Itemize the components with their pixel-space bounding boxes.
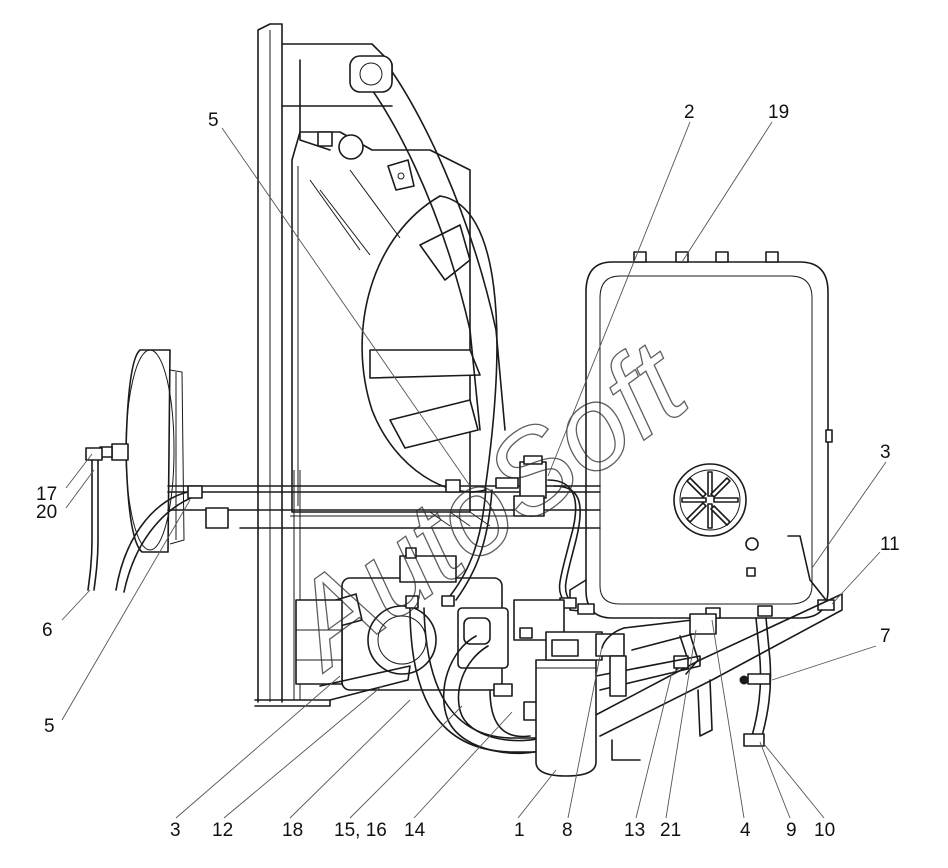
callout-20: 20 — [36, 502, 57, 523]
callout-14: 14 — [404, 820, 426, 841]
upper-diagonal-pipe — [349, 55, 506, 431]
pump-feed-hoses — [405, 487, 493, 609]
fan-blades — [309, 169, 498, 493]
drain-pipe — [739, 617, 772, 747]
callout-10: 10 — [814, 820, 835, 841]
hose-reel — [99, 349, 229, 553]
callout-8: 8 — [562, 820, 573, 841]
callout-12: 12 — [212, 820, 233, 841]
pump-group — [295, 547, 565, 701]
hydraulic-tank — [585, 251, 833, 619]
callout-9: 9 — [786, 820, 797, 841]
leader-lines — [61, 121, 887, 819]
callout-1: 1 — [514, 820, 525, 841]
callout-3-right: 3 — [880, 442, 891, 463]
callout-19: 19 — [768, 102, 789, 123]
callout-17: 17 — [36, 484, 57, 505]
callout-18: 18 — [282, 820, 303, 841]
callout-6: 6 — [42, 620, 53, 641]
callout-21: 21 — [660, 820, 681, 841]
callout-15-16: 15, 16 — [334, 820, 387, 841]
callout-5-top: 5 — [208, 110, 219, 131]
callout-labels: 5 2 19 17 20 6 5 3 11 7 3 12 18 15, 16 1… — [36, 102, 900, 841]
lower-strut — [595, 655, 701, 697]
callout-7: 7 — [880, 626, 891, 647]
callout-13: 13 — [624, 820, 645, 841]
control-valve — [445, 455, 581, 609]
callout-5-bottom: 5 — [44, 716, 55, 737]
tank-brackets — [569, 535, 835, 619]
left-hoses — [85, 447, 203, 593]
callout-3-bottom: 3 — [170, 820, 181, 841]
vertical-frame — [254, 23, 393, 707]
suction-pipe — [601, 613, 717, 675]
filter-canister — [535, 631, 625, 777]
fan-shroud — [291, 131, 471, 513]
callout-4: 4 — [740, 820, 751, 841]
callout-2: 2 — [684, 102, 695, 123]
callout-11: 11 — [880, 534, 900, 555]
